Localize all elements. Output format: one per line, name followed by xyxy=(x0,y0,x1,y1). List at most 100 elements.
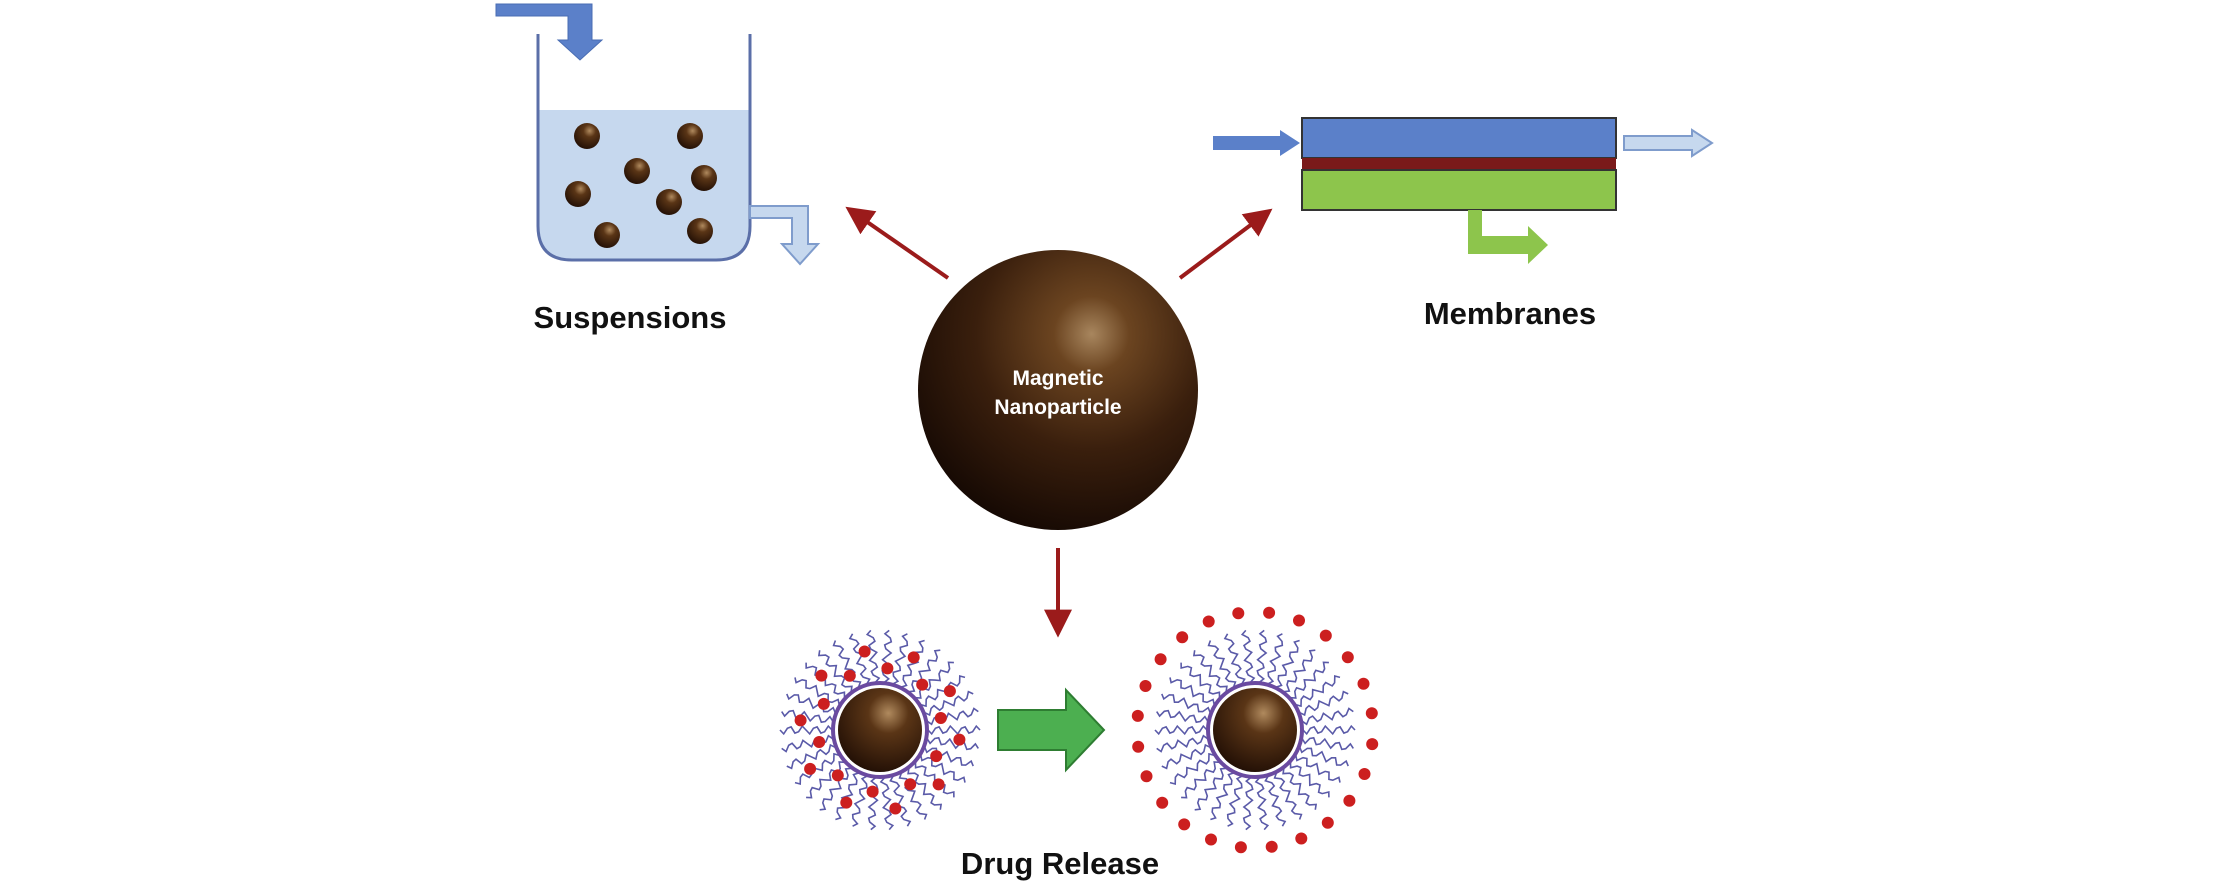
polymer-chain xyxy=(1154,724,1208,736)
polymer-chain xyxy=(1169,677,1215,705)
polymer-chain xyxy=(786,693,836,713)
membrane-module xyxy=(1213,117,1714,264)
polymer-chain xyxy=(1161,743,1211,770)
polymer-chain xyxy=(927,724,981,736)
polymer-chain xyxy=(1302,724,1356,736)
drug-molecule xyxy=(916,678,929,691)
drug-molecule xyxy=(1265,840,1278,853)
drug-molecule xyxy=(1341,651,1354,664)
polymer-chain xyxy=(901,639,925,688)
polymer-chain xyxy=(881,629,893,683)
polymer-chain xyxy=(781,709,834,724)
arrow-to-membranes xyxy=(1178,208,1273,280)
polymer-chain xyxy=(1289,762,1330,798)
connector-arrows xyxy=(845,206,1273,638)
drug-molecule xyxy=(1202,615,1215,628)
polymer-chain xyxy=(1290,661,1329,699)
polymer-chain xyxy=(1276,639,1300,688)
polymer-chain xyxy=(920,674,966,708)
polymer-chain xyxy=(1242,777,1254,831)
polymer-chain xyxy=(1156,734,1209,753)
polymer-chain xyxy=(1299,747,1349,767)
drug-molecule xyxy=(934,712,947,724)
drug-molecule xyxy=(866,785,879,798)
polymer-chain xyxy=(1295,755,1341,783)
drug-molecule xyxy=(858,645,871,658)
drug-molecule xyxy=(904,778,917,791)
polymer-chain xyxy=(1295,674,1341,708)
polymer-chain xyxy=(1223,633,1246,685)
center-label-line1: Magnetic xyxy=(1012,367,1104,390)
drug-molecule xyxy=(1131,709,1144,722)
membrane-outlet-arrow-icon xyxy=(1623,128,1714,158)
polymer-chain xyxy=(1169,752,1215,786)
drug-release-label: Drug Release xyxy=(960,846,1160,881)
polymer-chain xyxy=(1267,633,1284,685)
polymer-chain xyxy=(1282,768,1318,810)
outlet-arrow-icon xyxy=(749,205,821,266)
polymer-chain xyxy=(1226,775,1243,827)
drug-molecule xyxy=(1357,677,1370,690)
coating-shell xyxy=(831,681,929,779)
polymer-chain xyxy=(1256,629,1268,683)
polymer-chain xyxy=(889,775,912,827)
polymer-chain xyxy=(835,772,859,821)
polymer-chain xyxy=(1273,772,1303,820)
drug-molecule xyxy=(1358,768,1371,780)
drug-molecule xyxy=(1156,796,1169,809)
polymer-chain xyxy=(1301,736,1354,751)
drug-molecule xyxy=(943,685,956,698)
polymer-chain xyxy=(1180,662,1221,698)
polymer-chain xyxy=(908,649,941,693)
polymer-chain xyxy=(892,633,909,685)
magnetic-nanoparticle-sphere xyxy=(918,250,1198,530)
drug-molecule xyxy=(1321,816,1334,829)
polymer-chain xyxy=(779,724,833,736)
polymer-chain xyxy=(817,650,853,692)
drug-molecule xyxy=(840,796,853,809)
drug-molecule xyxy=(843,669,856,682)
drug-molecule xyxy=(804,762,817,775)
drug-molecule xyxy=(817,697,830,710)
polymer-chain xyxy=(1181,761,1220,799)
polymer-chain xyxy=(1161,693,1211,713)
drug-molecule xyxy=(889,802,902,815)
membrane-permeate-layer xyxy=(1301,169,1617,211)
drug-loaded-particle xyxy=(779,629,981,831)
polymer-chain xyxy=(1283,649,1316,693)
drug-molecule xyxy=(1234,841,1247,854)
drug-molecule xyxy=(1319,629,1332,642)
drug-molecule xyxy=(1139,680,1152,692)
polymer-chain xyxy=(794,752,840,786)
particle-core xyxy=(838,688,922,772)
polymer-chain xyxy=(781,734,834,753)
polymer-chain xyxy=(1194,767,1227,811)
drug-molecule xyxy=(907,651,920,664)
polymer-chain xyxy=(851,775,868,827)
drug-molecule xyxy=(815,669,828,682)
drug-molecule xyxy=(1132,740,1145,753)
drug-molecule xyxy=(1343,794,1356,807)
polymer-chain xyxy=(926,736,979,751)
drug-molecule xyxy=(1365,707,1378,720)
polymer-chain xyxy=(794,677,840,705)
drug-molecule xyxy=(1295,832,1308,845)
polymer-chain xyxy=(848,633,871,685)
drug-molecule xyxy=(1176,631,1189,644)
drug-molecule xyxy=(1232,607,1245,620)
membrane-barrier-layer xyxy=(1302,158,1616,170)
drug-molecule xyxy=(1205,833,1217,846)
drug-molecule xyxy=(953,733,966,746)
polymer-chain xyxy=(786,743,836,770)
coating-shell xyxy=(1206,681,1304,779)
center-label-line2: Nanoparticle xyxy=(994,396,1122,419)
polymer-chain xyxy=(1192,650,1228,692)
membrane-inlet-arrow-icon xyxy=(1213,130,1300,156)
drug-molecule xyxy=(1140,770,1153,783)
drug-molecule xyxy=(1263,606,1276,619)
suspensions-label: Suspensions xyxy=(533,300,727,335)
polymer-chain xyxy=(1264,775,1287,827)
polymer-chain xyxy=(924,747,974,767)
drug-molecule xyxy=(932,778,945,791)
